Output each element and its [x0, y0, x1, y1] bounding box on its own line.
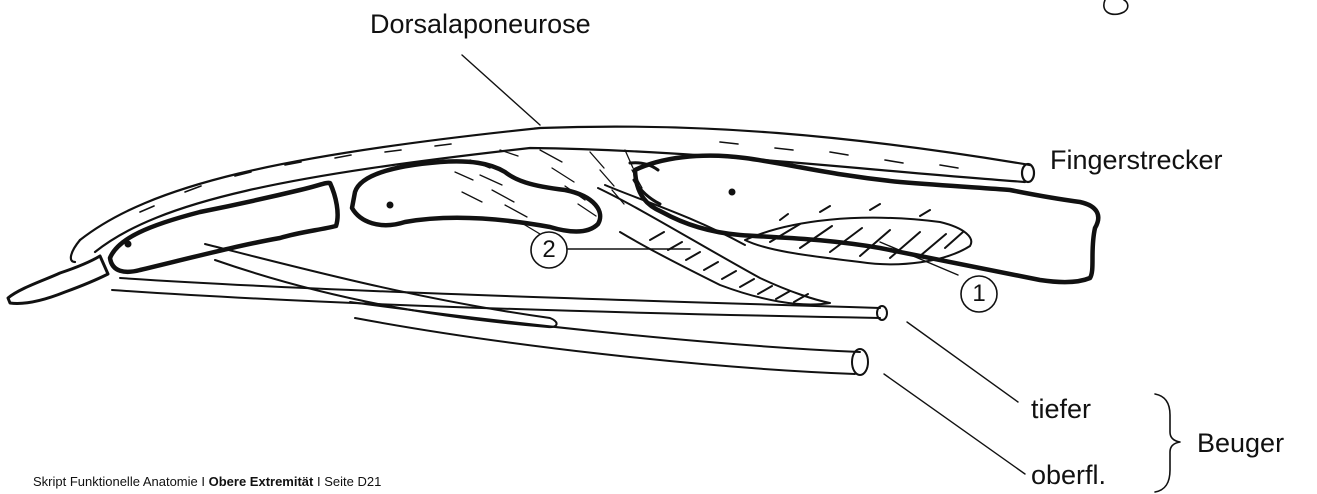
leader-dorsal	[462, 55, 540, 125]
leader-deep	[907, 322, 1018, 402]
marker-2-label: 2	[531, 238, 567, 262]
footer-separator: I	[198, 474, 209, 489]
label-superficial-flexor: oberfl.	[1031, 462, 1106, 489]
footer-section: Obere Extremität	[209, 474, 314, 489]
lumbrical-muscle	[598, 185, 830, 304]
footer-title: Skript Funktionelle Anatomie	[33, 474, 198, 489]
flexor-brace	[1155, 394, 1180, 492]
distal-phalanx	[8, 183, 338, 304]
label-deep-flexor: tiefer	[1031, 396, 1091, 423]
footer: Skript Funktionelle Anatomie I Obere Ext…	[33, 474, 381, 489]
deep-flexor-tendon	[112, 278, 887, 320]
label-dorsal-aponeurosis: Dorsalaponeurose	[370, 11, 591, 38]
footer-separator: I	[313, 474, 324, 489]
interosseus-muscle	[745, 204, 971, 264]
label-flexor: Beuger	[1197, 430, 1284, 457]
leader-lines	[462, 55, 1025, 474]
middle-phalanx	[352, 161, 600, 231]
marker-1-label: 1	[961, 282, 997, 306]
footer-page: Seite D21	[324, 474, 381, 489]
extensor-dashes	[140, 142, 958, 212]
leader-superficial	[884, 374, 1025, 474]
corner-loop	[1104, 0, 1128, 14]
label-finger-extensor: Fingerstrecker	[1050, 147, 1223, 174]
